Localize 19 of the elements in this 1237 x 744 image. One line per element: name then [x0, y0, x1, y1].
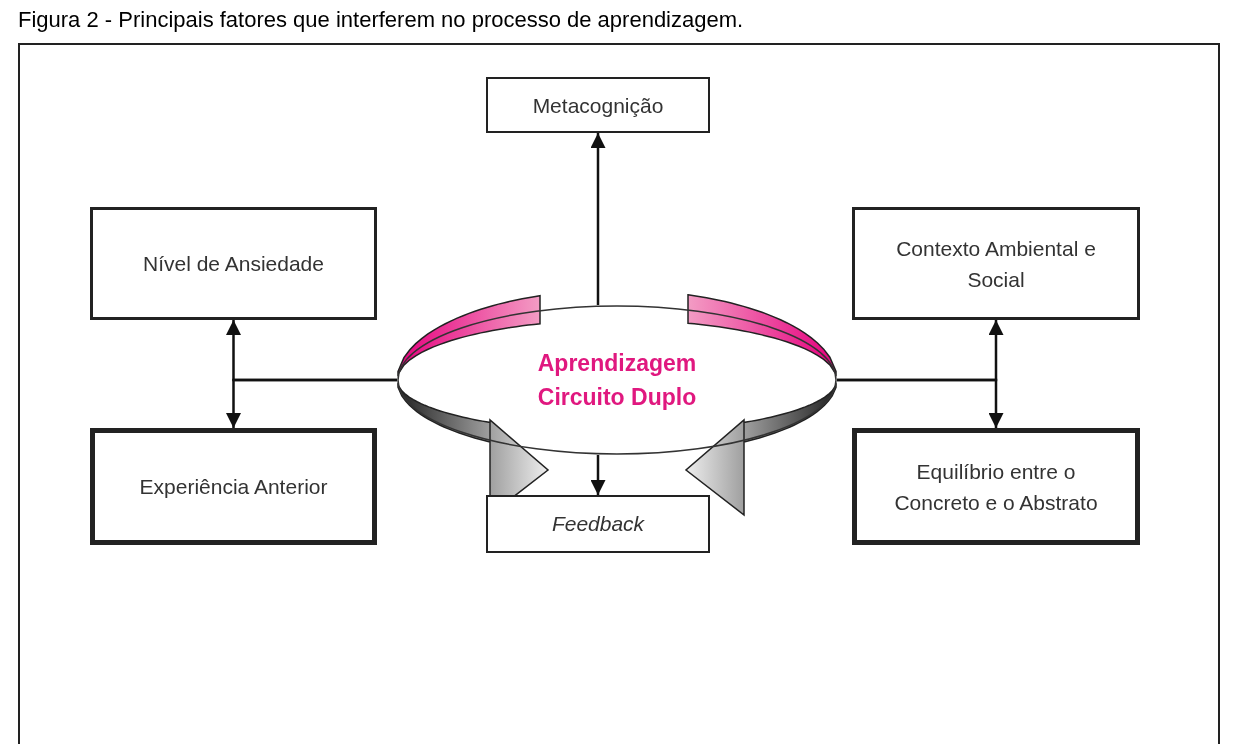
ring-ellipse: [397, 305, 837, 455]
box-label: Nível de Ansiedade: [142, 251, 325, 277]
arrow: [226, 378, 397, 428]
figure-title: Figura 2 - Principais fatores que interferem no processo de aprendizagem.: [18, 6, 744, 34]
box-label: Experiência Anterior: [138, 474, 329, 500]
box-label: Feedback: [550, 511, 646, 537]
factor-box: [486, 495, 710, 553]
arrow: [590, 133, 606, 305]
factor-box: [90, 207, 377, 320]
center-label: Aprendizagem Circuito Duplo: [536, 349, 698, 412]
factor-box: [852, 428, 1140, 545]
box-label: Metacognição: [531, 92, 665, 119]
arrow: [590, 455, 606, 495]
box-label: Equilíbrio entre o Concreto e o Abstrato: [893, 458, 1099, 516]
arrow: [837, 378, 1004, 428]
factor-box: [486, 77, 710, 133]
factor-box: [90, 428, 377, 545]
factor-box: [852, 207, 1140, 320]
box-label: Contexto Ambiental e Social: [895, 235, 1097, 293]
